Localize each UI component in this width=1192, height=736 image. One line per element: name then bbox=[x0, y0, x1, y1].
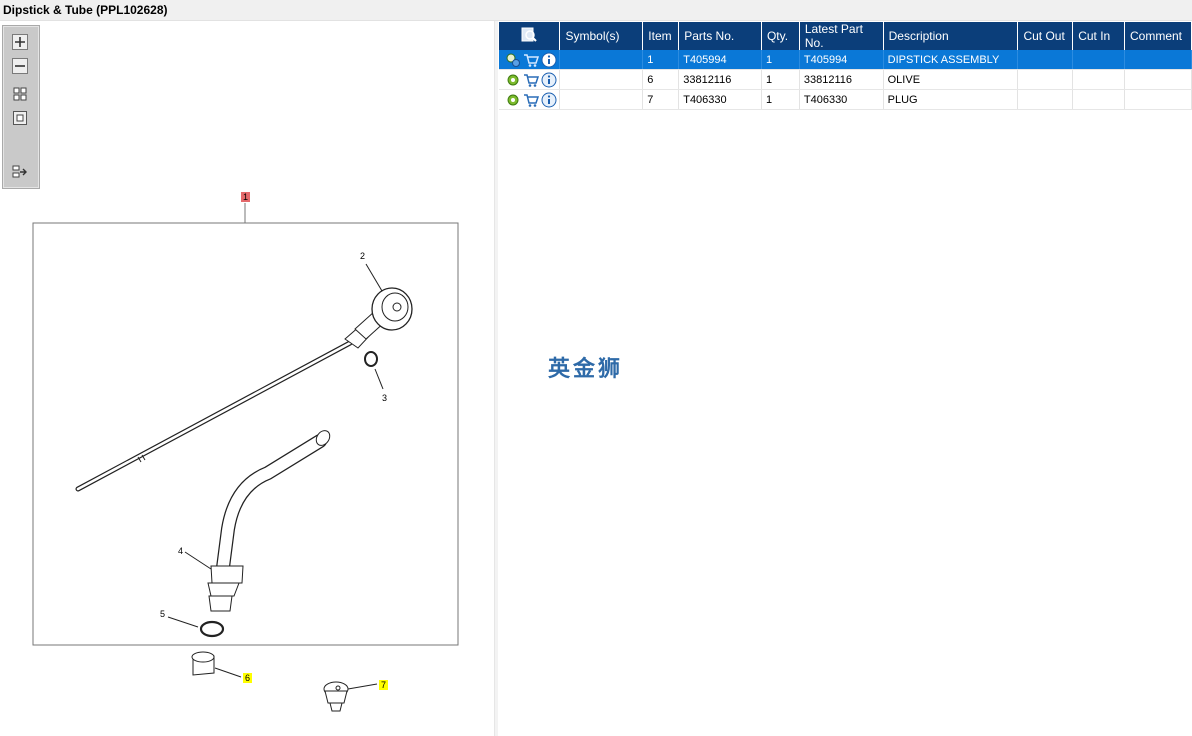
cell-cut-out bbox=[1017, 50, 1074, 70]
cell-cut-out bbox=[1017, 69, 1074, 90]
cell-cut-in bbox=[1072, 69, 1125, 90]
fit-all-icon[interactable] bbox=[12, 86, 28, 102]
row-actions bbox=[499, 89, 561, 110]
gear-icon[interactable] bbox=[505, 72, 521, 88]
row-actions bbox=[499, 69, 561, 90]
diagram-pane[interactable]: 1 2 3 4 5 6 7 bbox=[0, 21, 494, 736]
cell-description: PLUG bbox=[883, 89, 1019, 110]
cell-qty: 1 bbox=[761, 50, 800, 70]
table-row[interactable]: 6 33812116 1 33812116 OLIVE bbox=[499, 69, 1192, 90]
cell-cut-out bbox=[1017, 89, 1074, 110]
pane-splitter[interactable] bbox=[494, 21, 499, 736]
cell-item: 7 bbox=[642, 89, 680, 110]
window-titlebar: Dipstick & Tube (PPL102628) bbox=[0, 0, 1192, 21]
cell-cut-in bbox=[1072, 89, 1125, 110]
cell-description: OLIVE bbox=[883, 69, 1019, 90]
table-row[interactable]: 1 T405994 1 T405994 DIPSTICK ASSEMBLY bbox=[499, 50, 1192, 70]
cell-parts-no: T405994 bbox=[678, 50, 762, 70]
column-header-symbols[interactable]: Symbol(s) bbox=[559, 22, 644, 50]
column-header-latest-part-no[interactable]: Latest Part No. bbox=[799, 22, 884, 50]
cell-symbols bbox=[559, 89, 644, 110]
column-header-parts-no[interactable]: Parts No. bbox=[678, 22, 762, 50]
assembly-gears-icon[interactable] bbox=[505, 52, 521, 68]
parts-table: Symbol(s) Item Parts No. Qty. Latest Par… bbox=[499, 22, 1192, 110]
cell-description: DIPSTICK ASSEMBLY bbox=[883, 50, 1019, 70]
cart-icon[interactable] bbox=[523, 72, 539, 88]
column-header-cut-in[interactable]: Cut In bbox=[1072, 22, 1125, 50]
cell-comment bbox=[1124, 89, 1192, 110]
cell-parts-no: 33812116 bbox=[678, 69, 762, 90]
cell-latest-part-no: T405994 bbox=[799, 50, 884, 70]
zoom-toolbar bbox=[2, 25, 40, 189]
column-header-comment[interactable]: Comment bbox=[1124, 22, 1192, 50]
cell-comment bbox=[1124, 50, 1192, 70]
cart-icon[interactable] bbox=[523, 52, 539, 68]
gear-icon[interactable] bbox=[505, 92, 521, 108]
column-header-qty[interactable]: Qty. bbox=[761, 22, 800, 50]
zoom-in-icon[interactable] bbox=[12, 34, 28, 50]
column-header-description[interactable]: Description bbox=[883, 22, 1019, 50]
parts-list-pane: Symbol(s) Item Parts No. Qty. Latest Par… bbox=[498, 21, 1192, 736]
window-title: Dipstick & Tube (PPL102628) bbox=[3, 3, 168, 17]
cell-cut-in bbox=[1072, 50, 1125, 70]
table-row[interactable]: 7 T406330 1 T406330 PLUG bbox=[499, 89, 1192, 110]
search-parts-icon[interactable] bbox=[521, 27, 537, 43]
row-actions bbox=[499, 50, 561, 70]
label-3: 3 bbox=[382, 393, 388, 403]
cell-item: 6 bbox=[642, 69, 680, 90]
cell-qty: 1 bbox=[761, 89, 800, 110]
table-header-row: Symbol(s) Item Parts No. Qty. Latest Par… bbox=[499, 22, 1192, 50]
label-2: 2 bbox=[360, 251, 366, 261]
callout-item-7[interactable]: 7 bbox=[379, 680, 389, 690]
callout-item-1[interactable]: 1 bbox=[241, 192, 251, 202]
cell-qty: 1 bbox=[761, 69, 800, 90]
zoom-out-icon[interactable] bbox=[12, 58, 28, 74]
fit-window-icon[interactable] bbox=[12, 110, 28, 126]
label-5: 5 bbox=[160, 609, 166, 619]
cart-icon[interactable] bbox=[523, 92, 539, 108]
cell-symbols bbox=[559, 69, 644, 90]
column-header-cut-out[interactable]: Cut Out bbox=[1017, 22, 1074, 50]
info-icon[interactable] bbox=[541, 52, 557, 68]
cell-item: 1 bbox=[642, 50, 680, 70]
cell-comment bbox=[1124, 69, 1192, 90]
cell-latest-part-no: T406330 bbox=[799, 89, 884, 110]
column-header-item[interactable]: Item bbox=[642, 22, 680, 50]
export-icon[interactable] bbox=[12, 164, 28, 180]
cell-latest-part-no: 33812116 bbox=[799, 69, 884, 90]
label-4: 4 bbox=[178, 546, 184, 556]
info-icon[interactable] bbox=[541, 72, 557, 88]
watermark-logo: 英金狮 bbox=[548, 357, 624, 382]
column-header-icons[interactable] bbox=[499, 22, 561, 50]
info-icon[interactable] bbox=[541, 92, 557, 108]
callout-item-6[interactable]: 6 bbox=[243, 673, 253, 683]
parts-illustration bbox=[32, 203, 459, 712]
cell-symbols bbox=[559, 50, 644, 70]
cell-parts-no: T406330 bbox=[678, 89, 762, 110]
